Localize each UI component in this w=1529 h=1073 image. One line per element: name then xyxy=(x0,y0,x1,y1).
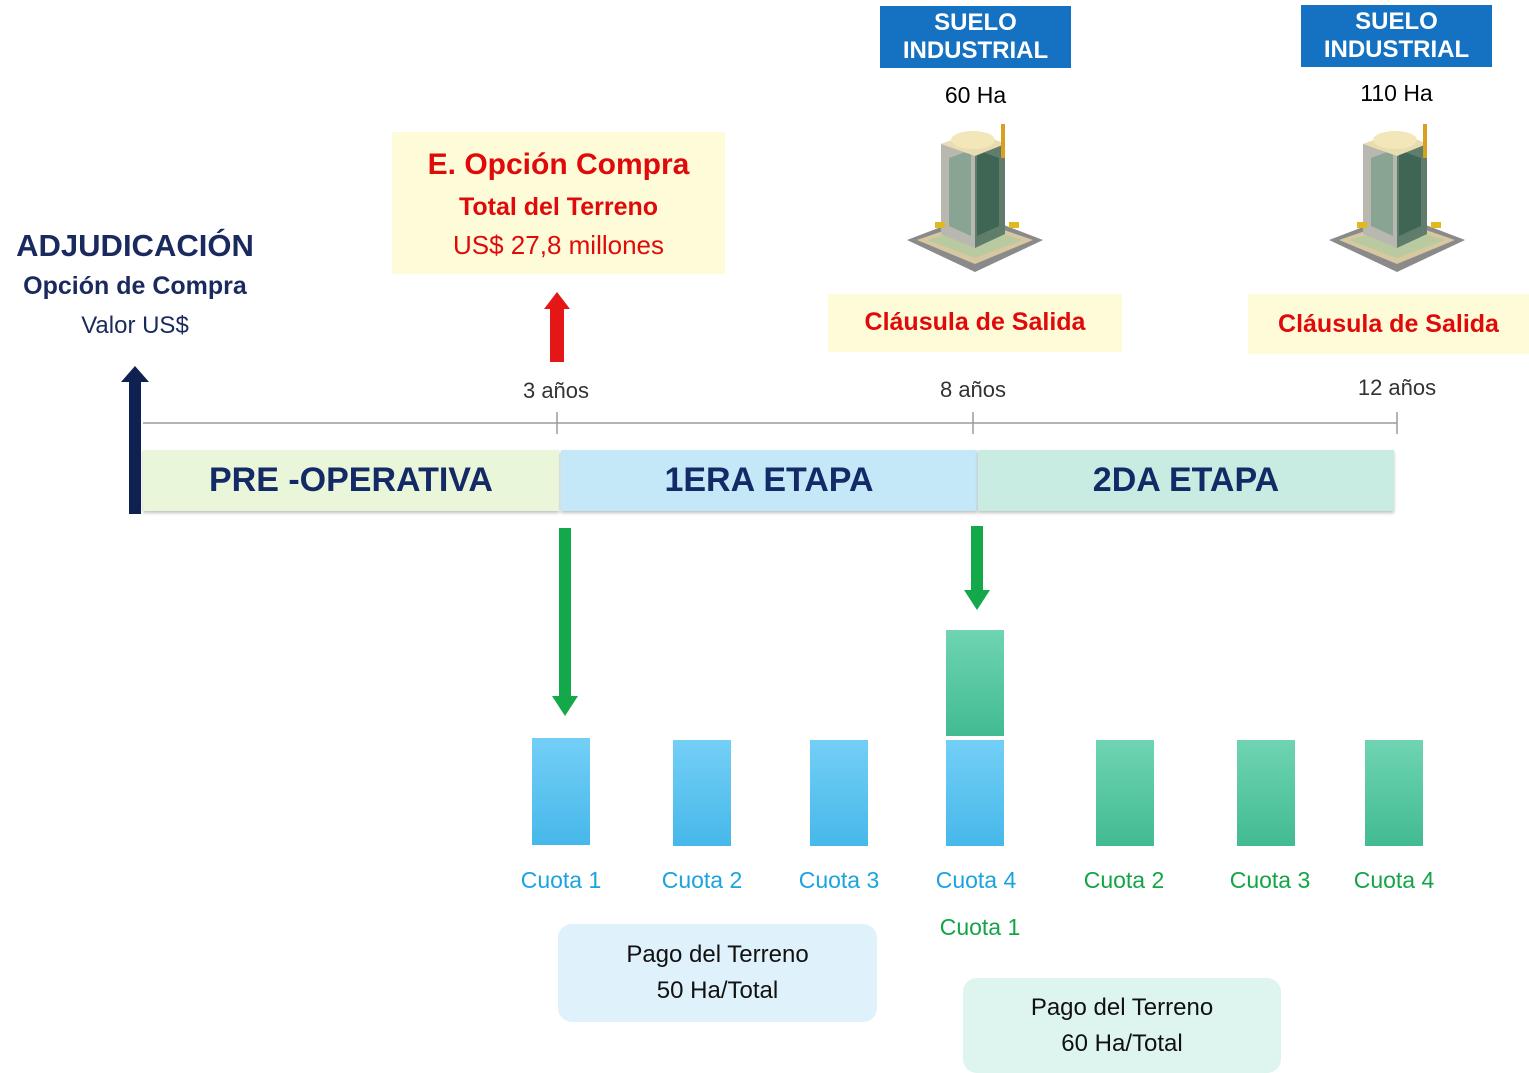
suelo-area-110: 110 Ha xyxy=(1360,80,1433,106)
cuota-bar-blue-3 xyxy=(810,740,868,846)
cuota-label-green-1: Cuota 1 xyxy=(939,914,1021,940)
pago-terreno-60-line2: 60 Ha/Total xyxy=(1061,1029,1183,1057)
cuota-bar-green-3 xyxy=(1237,740,1295,846)
cuota-bar-blue-4 xyxy=(946,740,1004,846)
green-down-arrow-icon xyxy=(552,528,578,716)
red-up-arrow-icon xyxy=(544,292,570,362)
pago-terreno-50-line1: Pago del Terreno xyxy=(626,941,809,968)
suelo-area-60: 60 Ha xyxy=(944,82,1007,108)
green-down-arrow-icon xyxy=(964,526,990,610)
stage-pre-operativa-label: PRE -OPERATIVA xyxy=(209,461,493,499)
opcion-compra-title: E. Opción Compra xyxy=(427,148,690,181)
cuota-bar-green-2 xyxy=(1096,740,1154,846)
suelo-line1: SUELO xyxy=(1355,8,1438,35)
cuota-label-green-3: Cuota 3 xyxy=(1229,867,1311,893)
clausula-salida-1: Cláusula de Salida xyxy=(864,308,1086,336)
stage-2da-etapa-label: 2DA ETAPA xyxy=(1092,461,1280,499)
adjudicacion-value: Valor US$ xyxy=(81,312,189,339)
cuota-label-blue-2: Cuota 2 xyxy=(661,867,743,893)
cuota-label-blue-1: Cuota 1 xyxy=(520,867,602,893)
suelo-line2: INDUSTRIAL xyxy=(1323,36,1470,63)
industrial-building-icon xyxy=(907,124,1043,272)
clausula-salida-2: Cláusula de Salida xyxy=(1278,310,1499,338)
pago-terreno-60: Pago del Terreno 60 Ha/Total xyxy=(963,978,1281,1073)
start-arrow-icon xyxy=(121,366,149,514)
stage-1era-etapa: 1ERA ETAPA xyxy=(561,450,977,511)
opcion-compra-value: US$ 27,8 millones xyxy=(453,230,664,260)
clausula-salida-box-1 xyxy=(828,294,1122,352)
clausula-salida-box-2 xyxy=(1248,294,1529,354)
suelo-industrial-badge-60: SUELO INDUSTRIAL xyxy=(880,6,1071,68)
tick-3-anos: 3 años xyxy=(522,378,590,403)
suelo-line2: INDUSTRIAL xyxy=(902,37,1049,64)
opcion-compra-box xyxy=(392,132,725,274)
cuota-bar-green-4 xyxy=(1365,740,1423,846)
suelo-line1: SUELO xyxy=(934,9,1017,36)
stage-2da-etapa: 2DA ETAPA xyxy=(978,450,1394,511)
cuota-bar-blue-2 xyxy=(673,740,731,846)
pago-terreno-50-line2: 50 Ha/Total xyxy=(656,977,779,1004)
cuota-bar-green-1 xyxy=(946,630,1004,736)
cuota-label-green-2: Cuota 2 xyxy=(1083,867,1165,893)
pago-terreno-50: Pago del Terreno 50 Ha/Total xyxy=(558,924,877,1022)
cuota-label-blue-3: Cuota 3 xyxy=(798,867,880,893)
industrial-building-icon xyxy=(1329,124,1465,272)
opcion-compra-subtitle: Total del Terreno xyxy=(458,193,659,221)
timeline-axis xyxy=(143,412,1398,434)
adjudicacion-title: ADJUDICACIÓN xyxy=(16,228,254,263)
cuota-bar-blue-1 xyxy=(532,738,590,845)
tick-12-anos: 12 años xyxy=(1357,375,1437,400)
adjudicacion-subtitle: Opción de Compra xyxy=(23,272,247,300)
pago-terreno-60-line1: Pago del Terreno xyxy=(1030,993,1214,1021)
cuota-label-blue-4: Cuota 4 xyxy=(935,867,1017,893)
stage-1era-etapa-label: 1ERA ETAPA xyxy=(664,461,874,499)
cuota-label-green-4: Cuota 4 xyxy=(1353,867,1435,893)
stage-pre-operativa: PRE -OPERATIVA xyxy=(143,450,559,511)
tick-8-anos: 8 años xyxy=(939,377,1007,402)
suelo-industrial-badge-110: SUELO INDUSTRIAL xyxy=(1301,5,1492,67)
